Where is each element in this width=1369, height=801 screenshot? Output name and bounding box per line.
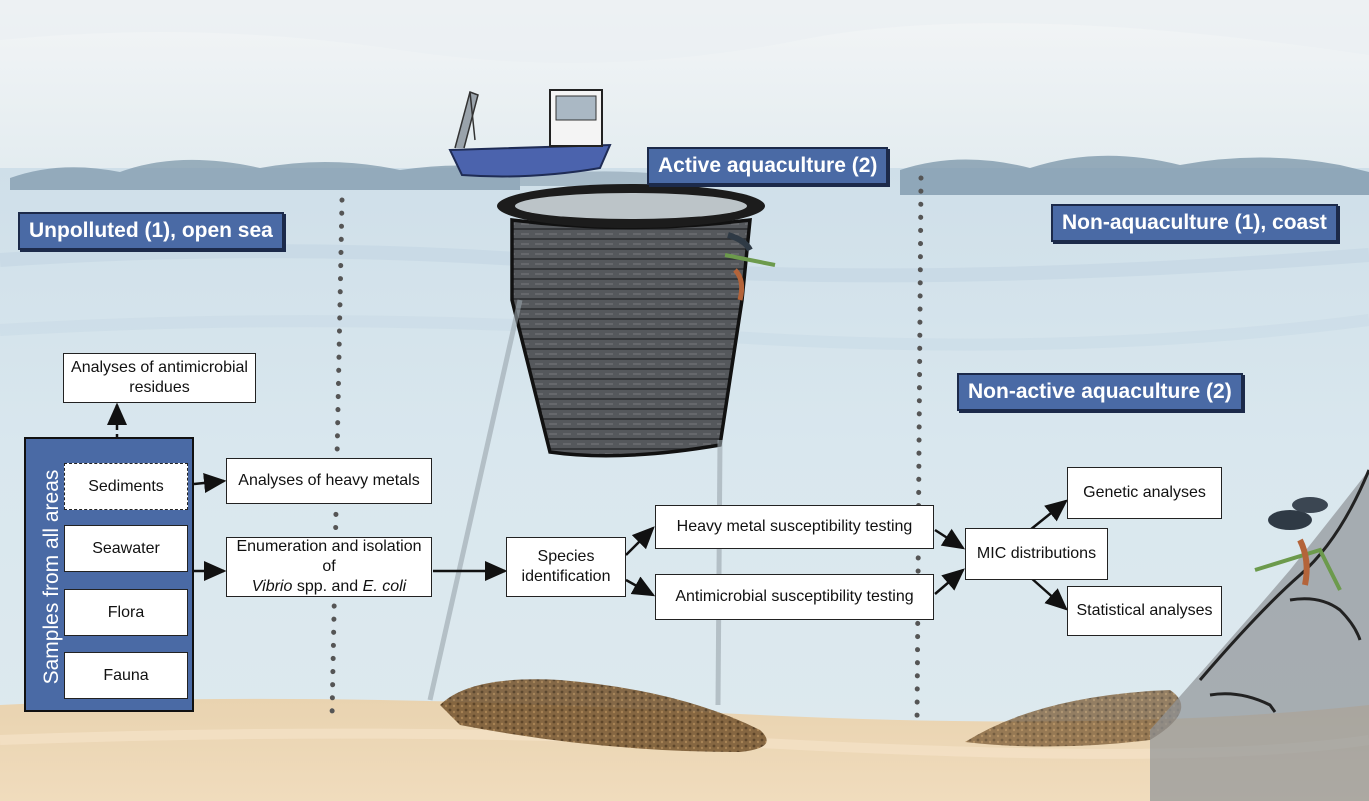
- box-heavy-metal-susceptibility: Heavy metal susceptibility testing: [655, 505, 934, 549]
- arrow-am-mic: [934, 568, 965, 595]
- box-statistical-analyses: Statistical analyses: [1067, 586, 1222, 636]
- box-heavy-metals: Analyses of heavy metals: [226, 458, 432, 504]
- box-genetic-analyses: Genetic analyses: [1067, 467, 1222, 519]
- vibrio-text: Vibrio: [251, 578, 293, 595]
- sample-seawater: Seawater: [64, 525, 188, 572]
- wave-crest: [10, 159, 520, 190]
- label-non-active-aquaculture: Non-active aquaculture (2): [957, 373, 1243, 411]
- sample-sediments: Sediments: [64, 463, 188, 510]
- divider-left: [329, 197, 345, 721]
- aquaculture-net-pen: [497, 184, 776, 458]
- samples-panel: Samples from all areas Sediments Seawate…: [24, 437, 194, 712]
- arrow-hm-mic: [934, 528, 966, 550]
- arrow-species-am: [625, 576, 656, 597]
- label-unpolluted-open-sea: Unpolluted (1), open sea: [18, 212, 284, 250]
- arrow-mic-genetic: [1029, 499, 1068, 531]
- arrow-species-hm: [625, 526, 655, 556]
- divider-right: [914, 175, 924, 725]
- label-active-aquaculture: Active aquaculture (2): [647, 147, 889, 185]
- box-antimicrobial-residues: Analyses of antimicrobial residues: [63, 353, 256, 403]
- boat: [448, 89, 612, 178]
- sediment-mound: [440, 679, 767, 752]
- enumeration-line-2: Vibrio spp. and E. coli: [252, 577, 406, 597]
- sample-flora: Flora: [64, 589, 188, 636]
- arrow-sediments-metals: [193, 473, 227, 493]
- enumeration-mid: spp. and: [292, 578, 363, 595]
- label-non-aquaculture-coast: Non-aquaculture (1), coast: [1051, 204, 1338, 242]
- arrow-mic-stat: [1029, 576, 1068, 611]
- box-antimicrobial-susceptibility: Antimicrobial susceptibility testing: [655, 574, 934, 620]
- enumeration-line-1: Enumeration and isolation of: [236, 538, 422, 575]
- sample-fauna: Fauna: [64, 652, 188, 699]
- box-mic-distributions: MIC distributions: [965, 528, 1108, 580]
- box-species-identification: Species identification: [506, 537, 626, 597]
- box-enumeration-isolation: Enumeration and isolation of Vibrio spp.…: [226, 537, 432, 597]
- ecoli-text: E. coli: [362, 578, 407, 595]
